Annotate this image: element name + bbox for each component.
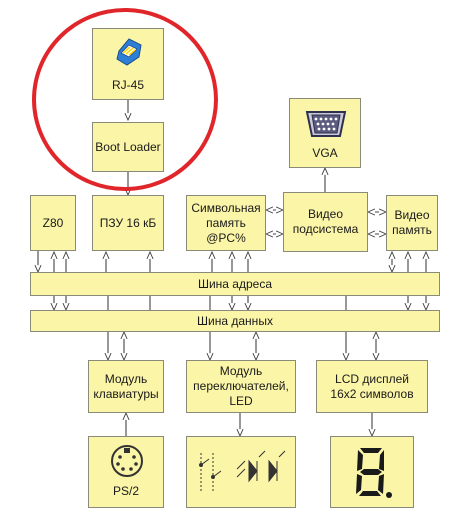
vga-label: VGA <box>312 146 338 160</box>
char-memory-block: Символьная память @PC% <box>186 195 266 251</box>
ps2-block: PS/2 <box>88 436 164 508</box>
switch-led-schematic-icon <box>199 450 286 493</box>
video-subsystem-block: Видео подсистема <box>283 192 368 252</box>
rom-block: ПЗУ 16 кБ <box>92 195 164 251</box>
vga-connector-icon <box>305 111 347 137</box>
data-bus: Шина данных <box>30 310 440 332</box>
seven-segment-block <box>330 436 414 508</box>
keyboard-module-block: Модуль клавиатуры <box>88 360 164 413</box>
vga-block: VGA <box>289 98 361 168</box>
switch-led-device-block <box>186 436 296 508</box>
switch-led-module-block: Модуль переключателей, LED <box>186 360 296 413</box>
highlight-circle <box>32 8 218 191</box>
ps2-connector-icon <box>111 445 143 477</box>
z80-block: Z80 <box>30 195 76 251</box>
ps2-label: PS/2 <box>112 484 139 498</box>
lcd-module-block: LCD дисплей 16х2 символов <box>316 360 428 413</box>
address-bus: Шина адреса <box>30 272 440 296</box>
seven-segment-display-icon <box>356 448 392 498</box>
video-memory-block: Видео память <box>386 195 438 251</box>
